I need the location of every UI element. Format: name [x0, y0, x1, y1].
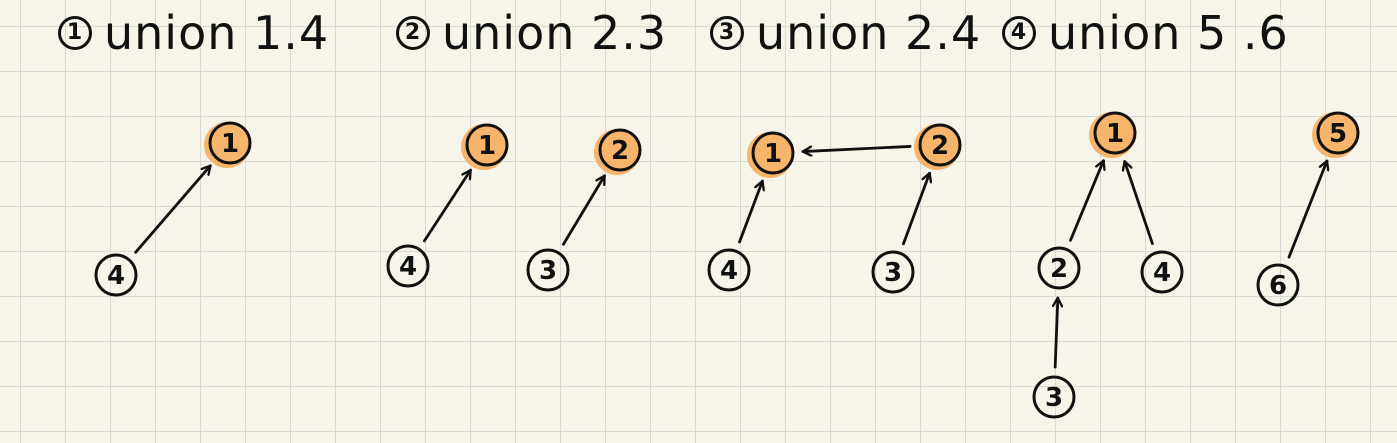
parent-pointer-arrow — [562, 174, 606, 246]
step-heading-1: 1 union 1.4 — [58, 6, 329, 60]
step-heading-4: 4 union 5 .6 — [1002, 6, 1289, 60]
node-label: 2 — [1050, 254, 1068, 284]
node-circle — [598, 128, 642, 172]
node-circle — [871, 250, 915, 294]
step-label: union 1.4 — [104, 6, 330, 60]
step-number-badge: 2 — [396, 16, 430, 50]
step-heading-2: 2 union 2.3 — [396, 6, 667, 60]
node-label: 1 — [1106, 119, 1124, 149]
node-label: 2 — [931, 131, 949, 161]
node-circle — [208, 121, 252, 165]
parent-pointer-arrow — [1125, 160, 1154, 245]
child-node: 4 — [94, 253, 138, 297]
child-node: 3 — [1032, 375, 1076, 419]
node-label: 4 — [107, 261, 125, 291]
node-label: 1 — [221, 129, 239, 159]
node-label: 6 — [1269, 271, 1287, 301]
node-circle — [526, 248, 570, 292]
parent-pointer-arrow — [902, 171, 929, 246]
child-node: 4 — [707, 248, 751, 292]
child-node: 2 — [1037, 246, 1081, 290]
node-label: 4 — [399, 252, 417, 282]
parent-pointer-arrow — [1287, 159, 1327, 259]
step-number-badge: 4 — [1002, 16, 1036, 50]
root-node: 5 — [1312, 111, 1360, 158]
root-node: 1 — [1089, 111, 1137, 158]
node-label: 4 — [720, 256, 738, 286]
node-label: 1 — [478, 131, 496, 161]
node-label: 3 — [884, 258, 902, 288]
parent-pointer-arrow — [1069, 159, 1103, 242]
step-number-badge: 1 — [58, 16, 92, 50]
step-label: union 5 .6 — [1048, 6, 1289, 60]
node-label: 4 — [1153, 258, 1171, 288]
node-label: 3 — [1045, 383, 1063, 413]
node-circle — [1140, 250, 1184, 294]
parent-pointer-arrow — [423, 168, 472, 243]
node-label: 5 — [1329, 119, 1347, 149]
node-circle — [707, 248, 751, 292]
node-circle — [94, 253, 138, 297]
child-node: 3 — [871, 250, 915, 294]
node-circle — [1316, 111, 1360, 155]
step-number-badge: 3 — [710, 16, 744, 50]
node-circle — [465, 123, 509, 167]
child-node: 6 — [1256, 263, 1300, 307]
step-label: union 2.3 — [442, 6, 668, 60]
root-node: 1 — [747, 131, 795, 178]
child-node: 4 — [1140, 250, 1184, 294]
root-node: 2 — [914, 123, 962, 170]
child-node: 4 — [386, 244, 430, 288]
node-circle — [1032, 375, 1076, 419]
step-heading-3: 3 union 2.4 — [710, 6, 981, 60]
node-circle — [918, 123, 962, 167]
node-circle — [1037, 246, 1081, 290]
node-circle — [386, 244, 430, 288]
node-label: 1 — [764, 139, 782, 169]
root-node: 1 — [204, 121, 252, 168]
child-node: 3 — [526, 248, 570, 292]
root-node: 2 — [594, 128, 642, 175]
node-circle — [1093, 111, 1137, 155]
parent-pointer-arrow — [134, 164, 212, 254]
parent-pointer-arrow — [1055, 296, 1058, 369]
node-label: 3 — [539, 256, 557, 286]
node-circle — [1256, 263, 1300, 307]
parent-pointer-arrow — [738, 179, 763, 244]
parent-pointer-arrow — [801, 145, 912, 151]
root-node: 1 — [461, 123, 509, 170]
step-label: union 2.4 — [756, 6, 982, 60]
node-label: 2 — [611, 136, 629, 166]
node-circle — [751, 131, 795, 175]
